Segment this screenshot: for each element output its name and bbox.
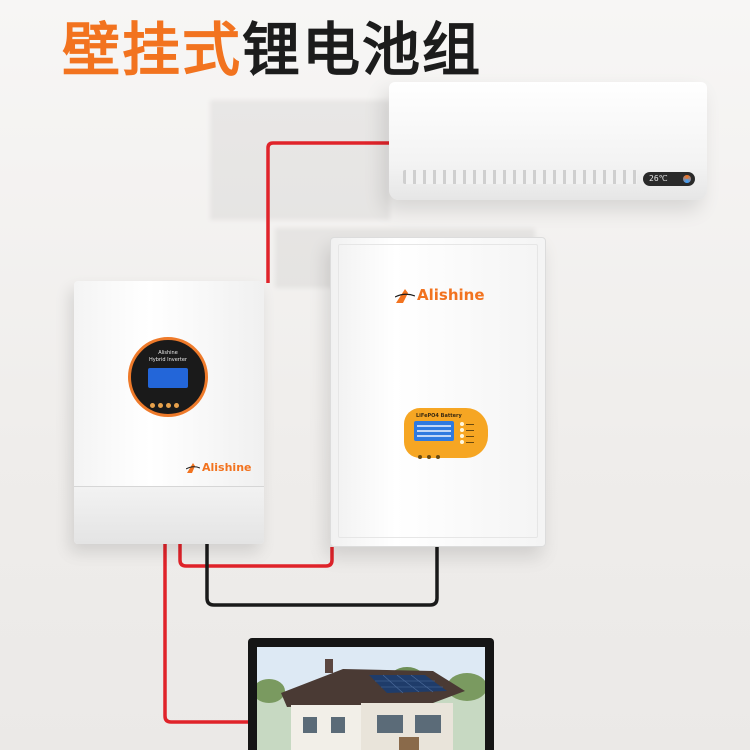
inverter-display: Alishine Hybrid Inverter [128, 337, 208, 417]
monitor-screen [257, 647, 485, 750]
hybrid-inverter: Alishine Hybrid Inverter Alishine [74, 281, 264, 544]
cable-red-battery [178, 544, 334, 568]
inverter-screen-label-2: Hybrid Inverter [149, 357, 187, 363]
house-solar-image [257, 647, 485, 750]
lithium-battery-pack: Alishine LiFePO4 Battery [330, 237, 546, 547]
battery-buttons [418, 444, 445, 463]
alishine-logo-icon [395, 288, 415, 303]
inverter-buttons [150, 393, 186, 408]
wall-shadow-top [210, 100, 390, 220]
battery-panel-title: LiFePO4 Battery [416, 413, 462, 419]
title-accent: 壁挂式 [62, 16, 243, 84]
inverter-brand-text: Alishine [202, 461, 252, 474]
battery-brand-text: Alishine [417, 286, 485, 304]
cable-red-monitor [163, 544, 250, 724]
ac-status-icon [683, 175, 691, 183]
ac-vent [403, 170, 637, 184]
inverter-screen-label-1: Alishine [158, 350, 178, 356]
alishine-logo-icon [186, 463, 200, 473]
title-dark: 锂电池组 [242, 16, 483, 84]
ac-display-text: 26℃ [649, 174, 668, 183]
inverter-brand: Alishine [186, 461, 252, 474]
battery-brand: Alishine [395, 286, 485, 304]
battery-control-panel: LiFePO4 Battery [404, 408, 488, 459]
battery-front-panel [338, 244, 538, 538]
page-title: 壁挂式锂电池组 [62, 14, 482, 86]
ac-display: 26℃ [643, 172, 695, 186]
air-conditioner: 26℃ [389, 82, 707, 200]
monitor [248, 638, 494, 750]
battery-lcd [414, 421, 454, 441]
inverter-bottom-panel [74, 486, 264, 544]
cable-red-ac [266, 141, 390, 283]
inverter-lcd [148, 368, 188, 388]
battery-status-leds [460, 422, 474, 446]
cable-black [205, 544, 439, 607]
